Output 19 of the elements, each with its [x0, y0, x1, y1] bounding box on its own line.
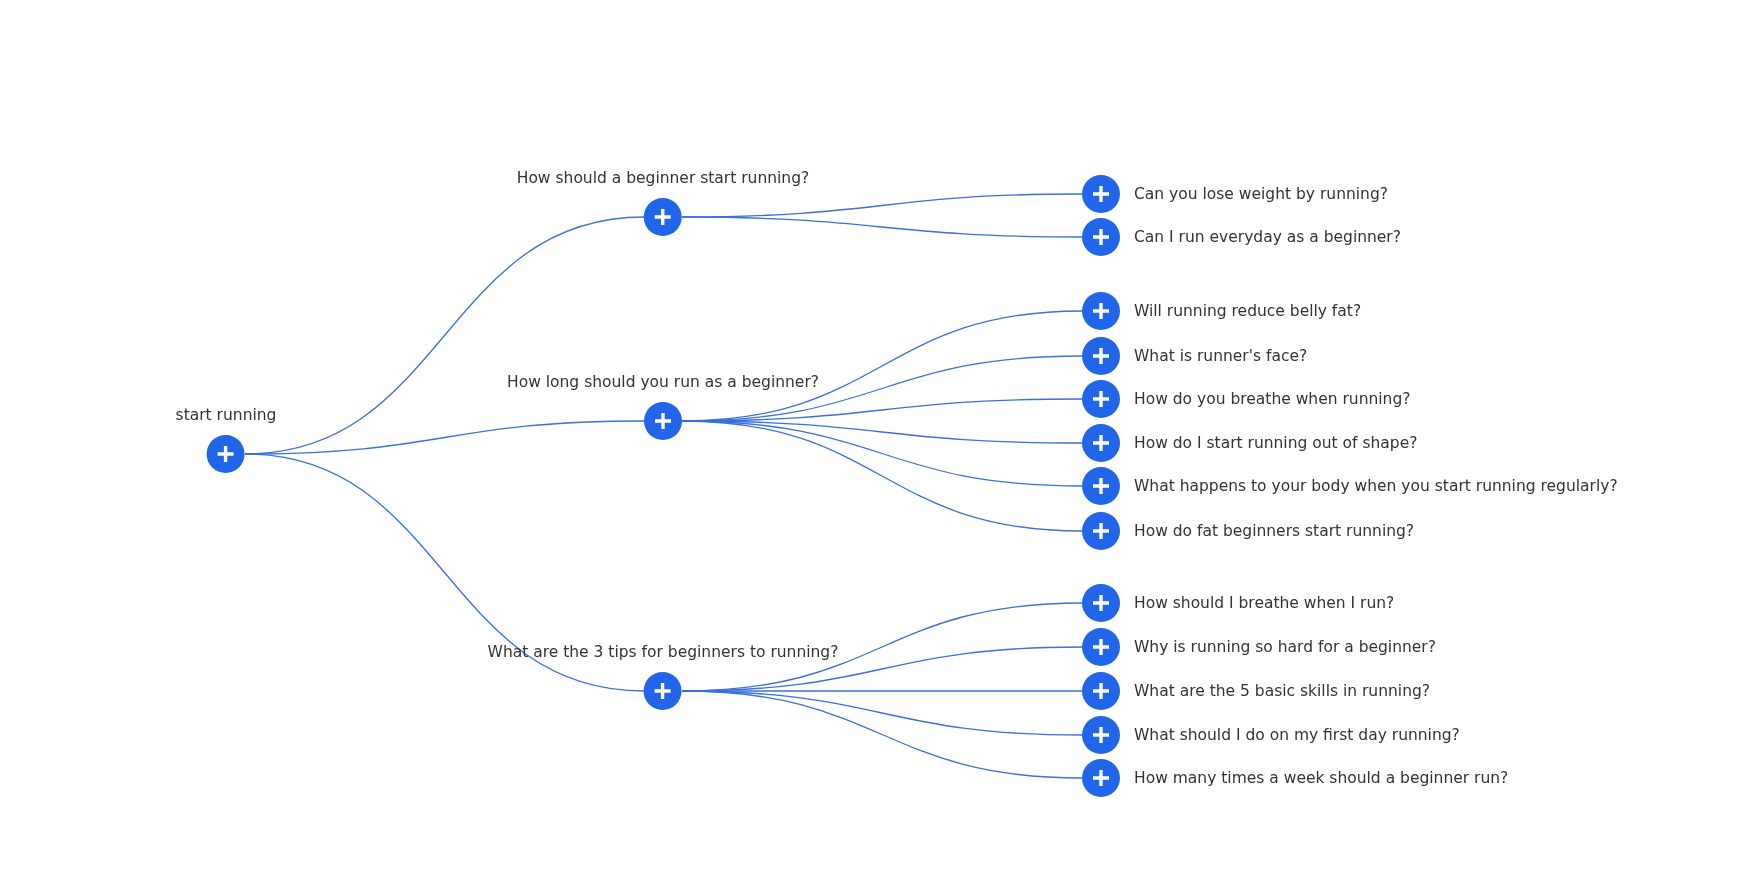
node-label: How do fat beginners start running? — [1134, 521, 1415, 541]
node-label: What happens to your body when you start running regularly? — [1134, 476, 1618, 496]
node-label: How should I breathe when I run? — [1134, 593, 1395, 613]
node-label: What are the 5 basic skills in running? — [1134, 681, 1431, 701]
node-label: Will running reduce belly fat? — [1134, 301, 1362, 321]
node-label: How should a beginner start running? — [516, 168, 810, 188]
node-label: Can I run everyday as a beginner? — [1134, 227, 1401, 247]
node-label: start running — [175, 405, 277, 425]
node-label: Why is running so hard for a beginner? — [1134, 637, 1436, 657]
node-label: How do I start running out of shape? — [1134, 433, 1418, 453]
node-label: How long should you run as a beginner? — [507, 372, 819, 392]
node-label: What is runner's face? — [1134, 346, 1308, 366]
connector-line — [244, 453, 645, 692]
node-label: How many times a week should a beginner run? — [1134, 768, 1509, 788]
connector-line — [681, 216, 1083, 238]
node-label: How do you breathe when running? — [1134, 389, 1411, 409]
node-label: What should I do on my first day running? — [1134, 725, 1460, 745]
node-label: What are the 3 tips for beginners to running? — [487, 642, 839, 662]
node-label: Can you lose weight by running? — [1134, 184, 1388, 204]
